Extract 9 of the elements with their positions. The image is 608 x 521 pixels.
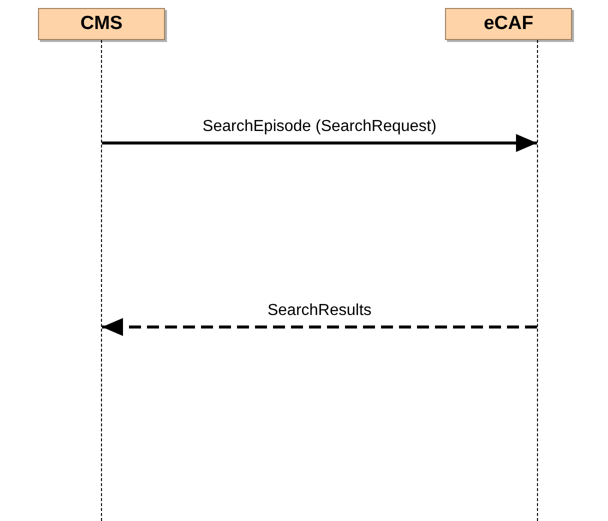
participant-box	[38, 8, 165, 40]
lifeline	[537, 40, 538, 521]
message-arrow	[102, 318, 537, 336]
participant-name: eCAF	[484, 12, 534, 36]
message-arrow	[102, 134, 537, 152]
message-label: SearchEpisode (SearchRequest)	[200, 117, 438, 137]
lifeline	[101, 40, 102, 521]
participant-name: CMS	[80, 12, 123, 36]
participant-box	[445, 8, 572, 40]
